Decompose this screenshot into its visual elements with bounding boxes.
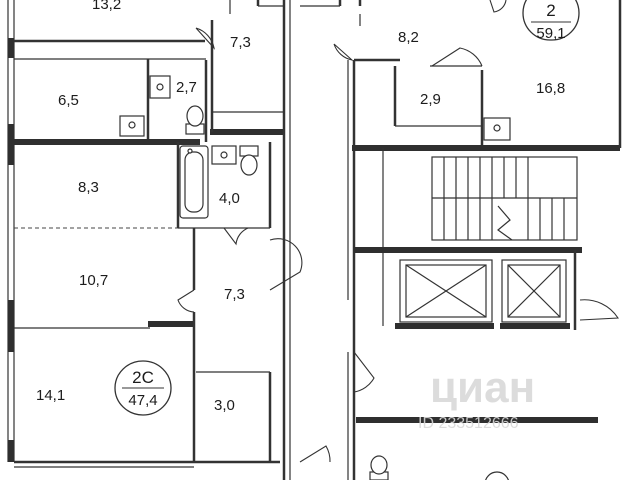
- apartment-type-2: 2: [546, 1, 555, 20]
- room-area-7-3-mid: 7,3: [224, 286, 245, 303]
- room-area-3-0: 3,0: [214, 397, 235, 414]
- room-area-14-1: 14,1: [36, 387, 65, 404]
- apartment-area-59-1: 59,1: [536, 25, 565, 42]
- room-area-2-9: 2,9: [420, 91, 441, 108]
- central-corridor: [282, 0, 356, 480]
- apartment-badge-2: 2 59,1: [522, 0, 580, 42]
- right-apartment-walls: [352, 0, 622, 423]
- apartment-type-2c: 2С: [132, 368, 154, 387]
- room-area-8-3: 8,3: [78, 179, 99, 196]
- apartment-badge-2c: 2С 47,4: [114, 360, 172, 416]
- watermark: циан ID 233512666: [418, 363, 535, 432]
- apartment-area-47-4: 47,4: [128, 392, 157, 409]
- room-area-16-8: 16,8: [536, 80, 565, 97]
- room-area-8-2: 8,2: [398, 29, 419, 46]
- left-apartment-walls: [14, 0, 284, 468]
- sanitary-fixtures: [119, 75, 511, 480]
- room-area-13-2: 13,2: [92, 0, 121, 13]
- room-area-10-7: 10,7: [79, 272, 108, 289]
- stairs: [431, 156, 578, 241]
- watermark-brand: циан: [430, 363, 535, 412]
- room-area-6-5: 6,5: [58, 92, 79, 109]
- outer-wall-left: [7, 0, 15, 462]
- watermark-id: ID 233512666: [418, 415, 519, 432]
- doors: [177, 0, 619, 463]
- top-partial-walls: [256, 0, 362, 7]
- room-area-2-7: 2,7: [176, 79, 197, 96]
- room-area-7-3-top: 7,3: [230, 34, 251, 51]
- elevators: [395, 259, 570, 329]
- room-labels: 13,2 7,3 6,5 2,7 8,3 4,0 10,7 7,3 14,1 3…: [36, 0, 565, 414]
- room-area-4-0: 4,0: [219, 190, 240, 207]
